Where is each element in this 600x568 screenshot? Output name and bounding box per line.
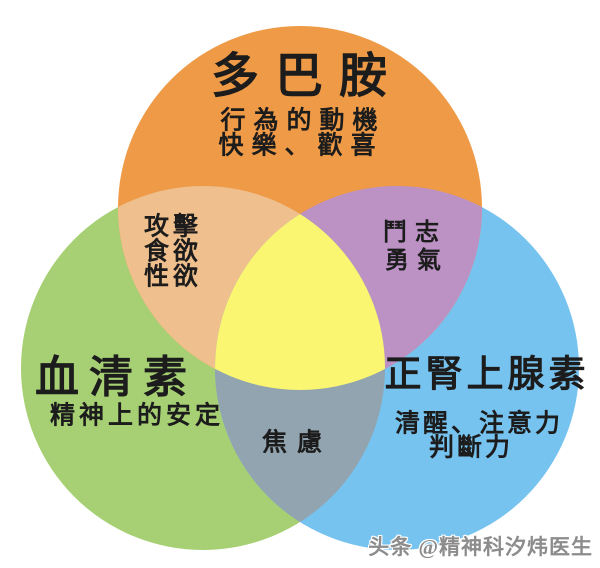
norepinephrine-subtitle-line2: 判斷力 xyxy=(428,434,514,462)
overlap-dopamine-norepinephrine-line1: 鬥志 xyxy=(383,220,447,246)
overlap-dopamine-serotonin-line1: 攻擊 xyxy=(143,213,203,241)
norepinephrine-title: 正腎上腺素 xyxy=(384,354,590,396)
overlap-serotonin-norepinephrine-label: 焦慮 xyxy=(261,429,333,457)
serotonin-title: 血清素 xyxy=(35,353,197,402)
overlap-dopamine-serotonin-line2: 食欲 xyxy=(143,238,203,266)
dopamine-subtitle-line2: 快樂、歡喜 xyxy=(218,132,384,160)
watermark: 头条 @精神科汐炜医生 xyxy=(368,535,593,559)
dopamine-title: 多巴胺 xyxy=(210,50,404,103)
overlap-dopamine-serotonin-line3: 性欲 xyxy=(143,263,203,291)
overlap-dopamine-norepinephrine-line2: 勇氣 xyxy=(385,248,449,274)
serotonin-subtitle: 精神上的安定 xyxy=(49,402,225,430)
dopamine-subtitle-line1: 行為的動機 xyxy=(220,107,386,135)
norepinephrine-subtitle-line1: 清醒、注意力 xyxy=(394,410,564,438)
